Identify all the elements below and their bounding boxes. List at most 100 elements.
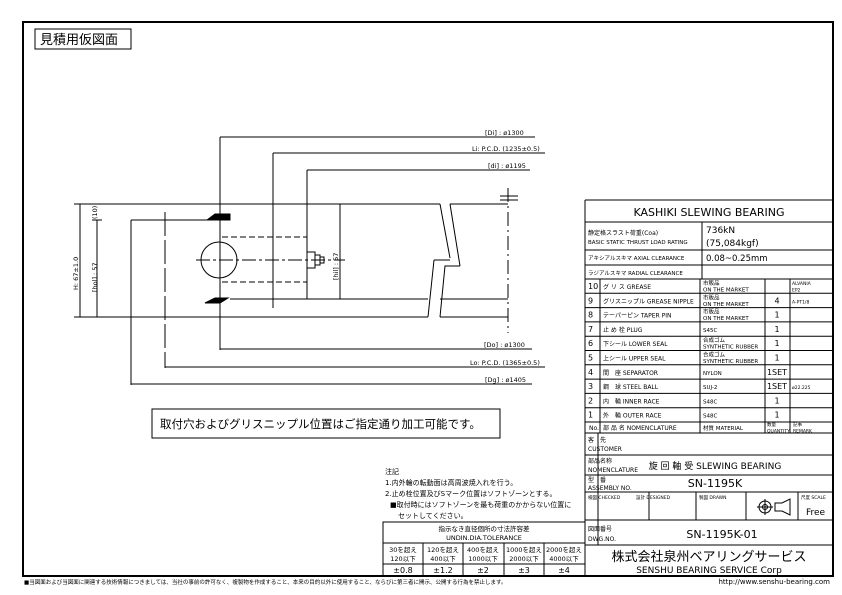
svg-text:SN-1195K: SN-1195K: [688, 477, 743, 490]
part-material: 市販品 ON THE MARKET: [703, 308, 749, 323]
part-qty: 1: [774, 339, 779, 348]
seals: [204, 213, 231, 304]
dim-di: [di] : ø1195: [488, 162, 526, 170]
part-no: 7: [588, 325, 593, 334]
part-qty: 1SET: [767, 368, 787, 377]
part-material: SUJ-2: [703, 385, 717, 391]
svg-text:1000以下: 1000以下: [468, 555, 498, 563]
part-qty: 1SET: [767, 382, 787, 391]
svg-text:400以下: 400以下: [430, 555, 456, 563]
part-no: 6: [588, 339, 593, 348]
part-no: 4: [588, 368, 593, 377]
part-remark: ø22.225: [792, 385, 811, 391]
svg-text:4000以下: 4000以下: [549, 555, 579, 563]
part-material: S48C: [703, 414, 717, 420]
svg-text:120以下: 120以下: [390, 555, 416, 563]
svg-text:部品名称: 部品名称: [588, 457, 612, 465]
part-name: 外 輪 OUTER RACE: [603, 412, 662, 420]
svg-text:CUSTOMER: CUSTOMER: [588, 446, 622, 453]
part-name: グ リ ス GREASE: [603, 283, 651, 291]
svg-text:株式会社泉州ベアリングサービス: 株式会社泉州ベアリングサービス: [611, 549, 806, 565]
part-no: 9: [588, 296, 593, 305]
svg-text:尺度 SCALE: 尺度 SCALE: [801, 494, 826, 501]
part-qty: 1: [774, 354, 779, 363]
part-no: 1: [588, 411, 593, 420]
website-url[interactable]: http://www.senshu-bearing.com: [718, 578, 830, 586]
dim-Li: Li: P.C.D. (1235±0.5): [472, 145, 540, 153]
svg-text:SENSHU BEARING SERVICE Corp: SENSHU BEARING SERVICE Corp: [636, 566, 782, 576]
svg-text:部 品 名 NOMENCLATURE: 部 品 名 NOMENCLATURE: [603, 424, 677, 432]
svg-text:2.止め栓位置及びSマーク位置はソフトゾーンとする。: 2.止め栓位置及びSマーク位置はソフトゾーンとする。: [385, 489, 557, 498]
svg-text:±4: ±4: [558, 566, 570, 575]
part-material: NYLON: [703, 371, 722, 377]
part-qty: 1: [774, 396, 779, 405]
part-material: 合成ゴム SYNTHETIC RUBBER: [703, 336, 758, 351]
svg-text:記事 REMARK: 記事 REMARK: [793, 421, 813, 435]
svg-text:アキシアルスキマ AXIAL CLEARANCE: アキシアルスキマ AXIAL CLEARANCE: [588, 255, 685, 262]
tolerance-table: 指示なき直径個所の寸法許容差 UNDIN.DIA.TOLERANCE 30を超え…: [382, 521, 586, 577]
notes: 注記 1.内外輪の転動面は高周波焼入れを行う。 2.止め栓位置及びSマーク位置は…: [385, 467, 571, 520]
dim-hil: [hil] : 57: [332, 253, 340, 280]
part-material: 市販品 ON THE MARKET: [703, 293, 749, 308]
svg-text:±0.8: ±0.8: [393, 566, 412, 575]
part-qty: 1: [774, 311, 779, 320]
svg-text:数量 QUANTITY: 数量 QUANTITY: [767, 421, 790, 435]
svg-text:2000以下: 2000以下: [509, 555, 539, 563]
svg-text:1000を超え: 1000を超え: [506, 545, 542, 554]
svg-text:■取付時にはソフトゾーンを最も荷重のかからない位置に: ■取付時にはソフトゾーンを最も荷重のかからない位置に: [390, 500, 571, 509]
svg-text:客 先: 客 先: [588, 436, 606, 444]
svg-text:UNDIN.DIA.TOLERANCE: UNDIN.DIA.TOLERANCE: [446, 534, 522, 542]
dim-Dg: [Dg] : ø1405: [485, 376, 526, 384]
part-name: 鋼 球 STEEL BALL: [603, 383, 659, 391]
part-qty: 1: [774, 325, 779, 334]
svg-text:120を超え: 120を超え: [427, 545, 459, 554]
bearing-section-drawing: [Di] : ø1300 Li: P.C.D. (1235±0.5) [di] …: [72, 129, 545, 385]
part-qty: 4: [774, 296, 779, 305]
projection-symbol-icon: [757, 498, 791, 516]
dim-H: H: 67±1.0: [72, 257, 80, 290]
dim-gap: (10): [91, 206, 99, 219]
svg-text:(75,084kgf): (75,084kgf): [706, 239, 759, 249]
svg-text:セットしてください。: セットしてください。: [398, 512, 468, 520]
svg-text:30を超え: 30を超え: [389, 545, 417, 554]
svg-text:0.08~0.25mm: 0.08~0.25mm: [706, 254, 768, 264]
part-no: 2: [588, 396, 593, 405]
svg-text:Free: Free: [806, 508, 826, 518]
svg-text:±1.2: ±1.2: [433, 566, 452, 575]
part-no: 8: [588, 311, 593, 320]
title-block: KASHIKI SLEWING BEARING 静定格スラスト荷重(Coa) B…: [584, 199, 833, 576]
part-material: S48C: [703, 399, 717, 405]
svg-text:1.内外輪の転動面は高周波焼入れを行う。: 1.内外輪の転動面は高周波焼入れを行う。: [385, 478, 517, 487]
svg-text:NOMENCLATURE: NOMENCLATURE: [588, 467, 638, 474]
svg-text:材質 MATERIAL: 材質 MATERIAL: [703, 424, 744, 432]
svg-text:2000を超え: 2000を超え: [546, 545, 582, 554]
part-row: 6 下シール LOWER SEAL 合成ゴム SYNTHETIC RUBBER 1: [588, 336, 780, 351]
svg-text:製図 DRAWN: 製図 DRAWN: [699, 494, 727, 501]
svg-text:旋 回 軸 受 SLEWING BEARING: 旋 回 軸 受 SLEWING BEARING: [649, 460, 782, 472]
part-name: 下シール LOWER SEAL: [603, 341, 668, 348]
svg-text:設計 DESIGNED: 設計 DESIGNED: [636, 494, 671, 501]
svg-text:736kN: 736kN: [706, 226, 735, 236]
part-remark: ALVANIA EP2: [792, 281, 812, 294]
part-remark: A-PT1/8: [792, 299, 809, 305]
part-material: 合成ゴム SYNTHETIC RUBBER: [703, 351, 758, 366]
svg-text:SN-1195K-01: SN-1195K-01: [686, 528, 757, 541]
bearing-title: KASHIKI SLEWING BEARING: [633, 206, 784, 219]
svg-text:静定格スラスト荷重(Coa): 静定格スラスト荷重(Coa): [588, 229, 658, 237]
part-name: 内 輪 INNER RACE: [603, 397, 660, 405]
svg-text:指示なき直径個所の寸法許容差: 指示なき直径個所の寸法許容差: [439, 524, 531, 533]
part-material: S45C: [703, 328, 717, 334]
svg-text:400を超え: 400を超え: [467, 545, 499, 554]
svg-text:BASIC STATIC THRUST LOAD RATIN: BASIC STATIC THRUST LOAD RATING: [588, 240, 688, 246]
svg-text:取付穴およびグリスニップル位置はご指定通り加工可能です。: 取付穴およびグリスニップル位置はご指定通り加工可能です。: [160, 417, 481, 431]
svg-text:±3: ±3: [518, 566, 530, 575]
svg-text:検図 CHECKED: 検図 CHECKED: [588, 494, 621, 501]
svg-text:注記: 注記: [385, 467, 399, 476]
